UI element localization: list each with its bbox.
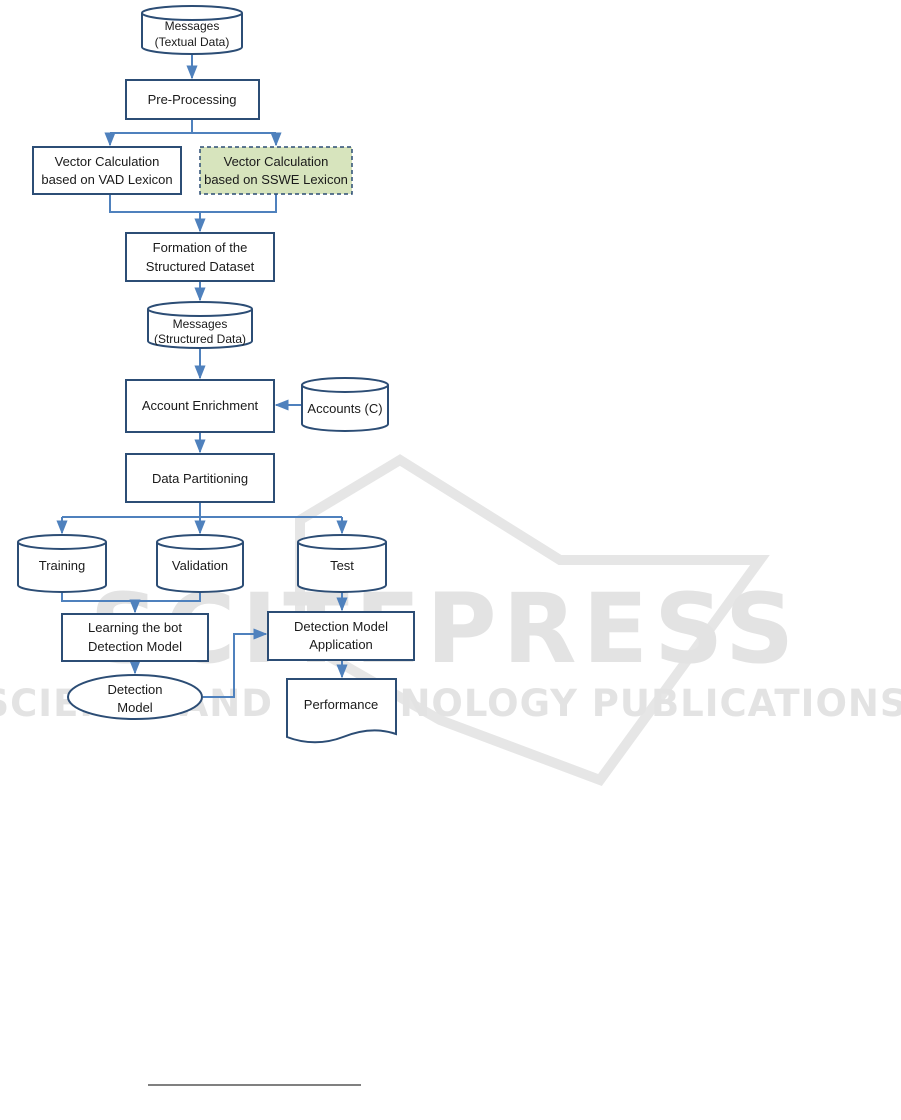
data-partitioning-box: Data Partitioning	[125, 453, 275, 503]
performance-label: Performance	[304, 697, 378, 712]
vector-vad-box: Vector Calculation based on VAD Lexicon	[32, 146, 182, 195]
training-data-store: Training	[17, 534, 107, 593]
vector-vad-label-1: Vector Calculation	[55, 154, 160, 169]
formation-label-2: Structured Dataset	[146, 259, 255, 274]
learning-model-box: Learning the bot Detection Model	[61, 613, 209, 662]
detection-model-node: Detection Model	[67, 674, 203, 720]
account-enrichment-label: Account Enrichment	[142, 398, 259, 413]
test-label: Test	[330, 558, 354, 573]
learning-label-1: Learning the bot	[88, 620, 182, 635]
formation-label-1: Formation of the	[153, 240, 248, 255]
performance-document: Performance	[286, 678, 397, 744]
vector-sswe-label-1: Vector Calculation	[224, 154, 329, 169]
vector-sswe-box: Vector Calculation based on SSWE Lexicon	[199, 146, 353, 195]
accounts-data-store: Accounts (C)	[301, 377, 389, 432]
accounts-label: Accounts (C)	[307, 401, 382, 416]
validation-data-store: Validation	[156, 534, 244, 593]
learning-label-2: Detection Model	[88, 639, 182, 654]
account-enrichment-box: Account Enrichment	[125, 379, 275, 433]
detection-model-label-2: Model	[117, 700, 153, 715]
detection-application-label-1: Detection Model	[294, 619, 388, 634]
messages-textual-data-store: Messages (Textual Data)	[141, 5, 243, 55]
arrow-model-to-application	[203, 628, 268, 698]
pre-processing-box: Pre-Processing	[125, 79, 260, 120]
pre-processing-label: Pre-Processing	[148, 92, 237, 107]
messages-structured-data-store: Messages (Structured Data)	[147, 301, 253, 349]
messages-structured-label-1: Messages	[173, 317, 228, 331]
validation-label: Validation	[172, 558, 228, 573]
messages-structured-label-2: (Structured Data)	[154, 332, 246, 346]
detection-application-box: Detection Model Application	[267, 611, 415, 661]
line-merge-vectors	[109, 194, 277, 213]
vector-vad-label-2: based on VAD Lexicon	[41, 172, 172, 187]
messages-textual-label-1: Messages	[165, 19, 220, 33]
vector-sswe-label-2: based on SSWE Lexicon	[204, 172, 348, 187]
connectors	[56, 55, 348, 698]
messages-textual-label-2: (Textual Data)	[155, 35, 230, 49]
detection-model-label-1: Detection	[108, 682, 163, 697]
data-partitioning-label: Data Partitioning	[152, 471, 248, 486]
formation-dataset-box: Formation of the Structured Dataset	[125, 232, 275, 282]
training-label: Training	[39, 558, 85, 573]
test-data-store: Test	[297, 534, 387, 593]
detection-application-label-2: Application	[309, 637, 373, 652]
